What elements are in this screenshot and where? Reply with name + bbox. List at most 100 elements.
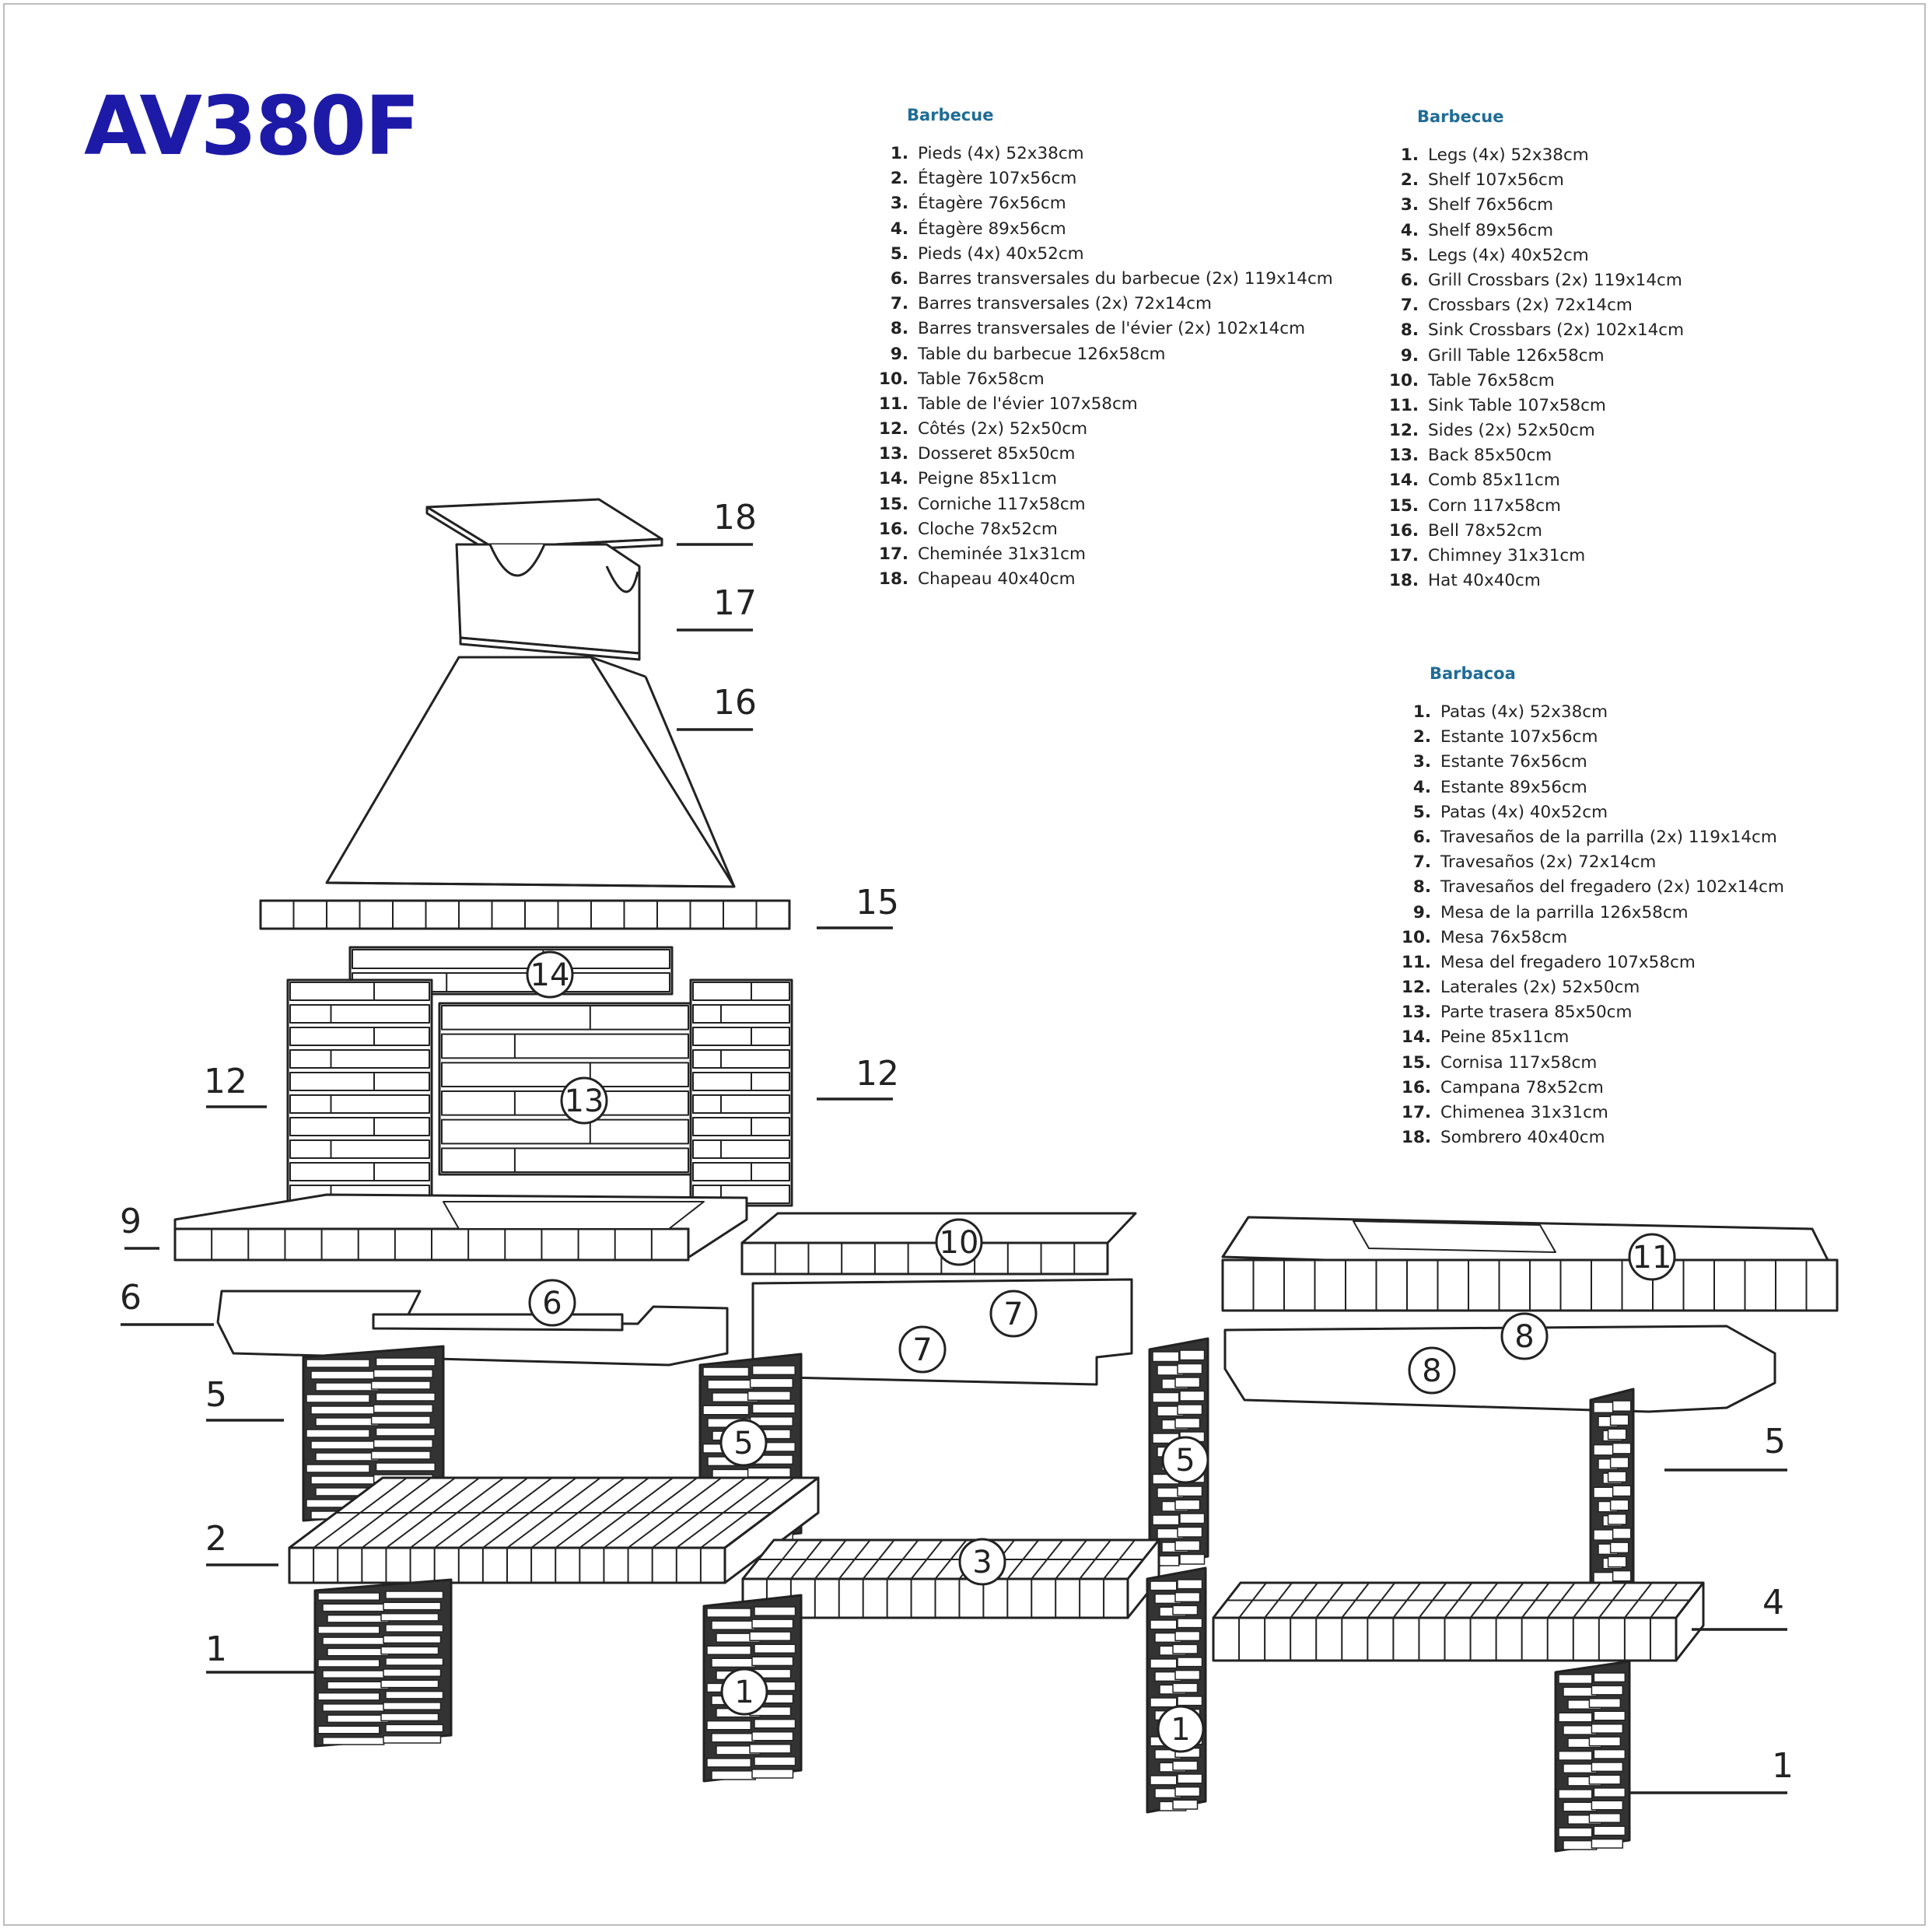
parts-list-item: 18.Sombrero 40x40cm (1402, 1125, 1784, 1150)
chimney-arch (488, 544, 546, 577)
part-label: Cheminée 31x31cm (918, 544, 1086, 564)
part-number: 1. (1412, 702, 1431, 722)
part-label: Table 76x58cm (918, 369, 1045, 389)
part-number: 16. (879, 519, 909, 539)
parts-list-item: 5.Legs (4x) 40x52cm (1389, 243, 1684, 268)
parts-list-item: 7.Crossbars (2x) 72x14cm (1389, 293, 1684, 318)
callout-number: 4 (1762, 1583, 1784, 1622)
part-label: Étagère 76x56cm (918, 194, 1066, 214)
page-frame (3, 3, 1926, 1926)
part-number: 16. (1402, 1077, 1432, 1097)
parts-list-item: 10.Mesa 76x58cm (1402, 926, 1784, 950)
part-number-badge-label: 3 (972, 1545, 992, 1580)
part-number: 9. (1412, 902, 1431, 922)
part-number: 1. (890, 144, 908, 163)
part-number: 10. (1402, 927, 1432, 947)
part-label: Côtés (2x) 52x50cm (918, 419, 1088, 439)
part-number: 15. (1402, 1052, 1432, 1073)
part-number: 17. (879, 544, 909, 564)
part-label: Peine 85x11cm (1440, 1027, 1570, 1048)
sink-table-front (1221, 1258, 1839, 1312)
parts-list-item: 5. Patas (4x) 40x52cm (1402, 800, 1784, 825)
part-number-badge: 7 (989, 1290, 1038, 1338)
shelf-3 (741, 1538, 1160, 1619)
hood-bottom (326, 881, 735, 888)
part-label: Back 85x50cm (1428, 446, 1552, 466)
part-label: Corn 117x58cm (1428, 495, 1561, 516)
parts-list-item: 12.Laterales (2x) 52x50cm (1402, 975, 1784, 1000)
part-number: 7. (1412, 852, 1431, 873)
parts-list-item: 14.Comb 85x11cm (1389, 468, 1684, 493)
part-label: Cloche 78x52cm (918, 519, 1058, 539)
part-number-badge: 7 (898, 1325, 947, 1374)
parts-list-item: 9.Grill Table 126x58cm (1389, 344, 1684, 369)
hood-edge (644, 676, 736, 887)
parts-list-item: 2.Estante 107x56cm (1402, 725, 1784, 750)
part-number: 2. (1400, 170, 1419, 191)
part-label: Patas (4x) 40x52cm (1440, 802, 1608, 822)
parts-list-item: 7.Travesaños (2x) 72x14cm (1402, 850, 1784, 875)
part-number-badge: 3 (958, 1538, 1006, 1586)
parts-list-item: 13.Back 85x50cm (1389, 443, 1684, 468)
part-number: 5. (1400, 245, 1419, 265)
part-label: Bell 78x52cm (1428, 520, 1542, 541)
part-number: 14. (879, 469, 909, 489)
part-label: Campana 78x52cm (1440, 1077, 1604, 1097)
part-number: 2. (1412, 727, 1431, 747)
part-number-badge-label: 11 (1633, 1240, 1672, 1276)
part-number: 4. (1400, 220, 1419, 240)
part-label: Travesaños del fregadero (2x) 102x14cm (1440, 877, 1784, 898)
comb-wall (348, 946, 674, 996)
part-label: Sink Table 107x58cm (1428, 395, 1606, 415)
part-label: Shelf 76x56cm (1428, 195, 1554, 215)
part-number: 5. (1412, 802, 1431, 822)
parts-list-item: 8.Travesaños del fregadero (2x) 102x14cm (1402, 875, 1784, 900)
parts-list-item: 18.Hat 40x40cm (1389, 569, 1684, 593)
parts-list-item: 2.Shelf 107x56cm (1389, 168, 1684, 193)
part-label: Chimney 31x31cm (1428, 546, 1586, 565)
part-number: 15. (1389, 495, 1419, 516)
part-label: Étagère 107x56cm (918, 169, 1077, 189)
part-number-badge: 1 (720, 1668, 768, 1716)
parts-list-item: 9.Mesa de la parrilla 126x58cm (1402, 901, 1784, 926)
callout-number: 6 (120, 1278, 142, 1318)
part-number: 5. (890, 243, 908, 264)
parts-list-item: 4.Estante 89x56cm (1402, 775, 1784, 800)
parts-list-item: 8. Barres transversales de l'évier (2x) 1… (879, 317, 1333, 341)
parts-list-item: 15. Cornisa 117x58cm (1402, 1051, 1784, 1076)
parts-list-item: 11.Table de l'évier 107x58cm (879, 392, 1333, 417)
callout-number: 5 (205, 1375, 227, 1415)
hood-edge (590, 656, 646, 678)
part-label: Table 76x58cm (1428, 370, 1555, 390)
part-label: Sink Crossbars (2x) 102x14cm (1428, 320, 1685, 341)
shelf-2 (288, 1476, 820, 1584)
parts-list-item: 4.Shelf 89x56cm (1389, 219, 1684, 243)
part-number-badge: 8 (1500, 1312, 1549, 1360)
parts-list-item: 15. Corn 117x58cm (1389, 494, 1684, 519)
callout-number: 12 (856, 1054, 899, 1094)
part-label: Grill Crossbars (2x) 119x14cm (1428, 270, 1682, 290)
parts-list-item: 13.Parte trasera 85x50cm (1402, 1000, 1784, 1025)
part-number: 8. (890, 319, 908, 339)
part-number-badge-label: 5 (1175, 1443, 1195, 1479)
part-number-badge: 1 (1157, 1705, 1205, 1753)
model-title: AV380F (84, 79, 420, 173)
parts-list-item: 17.Chimney 31x31cm (1389, 544, 1684, 569)
part-label: Sombrero 40x40cm (1440, 1128, 1605, 1148)
part-label: Cornisa 117x58cm (1440, 1052, 1598, 1073)
part-number-badge: 14 (526, 950, 574, 999)
parts-list-item: 5.Pieds (4x) 40x52cm (879, 242, 1333, 267)
parts-list-heading: Barbecue (907, 106, 994, 124)
chimney-arch (605, 565, 639, 593)
part-label: Barres transversales de l'évier (2x) 102… (918, 319, 1306, 339)
parts-list-item: 13.Dosseret 85x50cm (879, 442, 1333, 467)
parts-list-item: 12.Côtés (2x) 52x50cm (879, 417, 1333, 442)
part-number-badge: 6 (528, 1279, 576, 1327)
callout-number: 17 (713, 583, 757, 623)
part-label: Legs (4x) 52x38cm (1428, 145, 1589, 165)
parts-list-item: 11.Mesa del fregadero 107x58cm (1402, 950, 1784, 975)
